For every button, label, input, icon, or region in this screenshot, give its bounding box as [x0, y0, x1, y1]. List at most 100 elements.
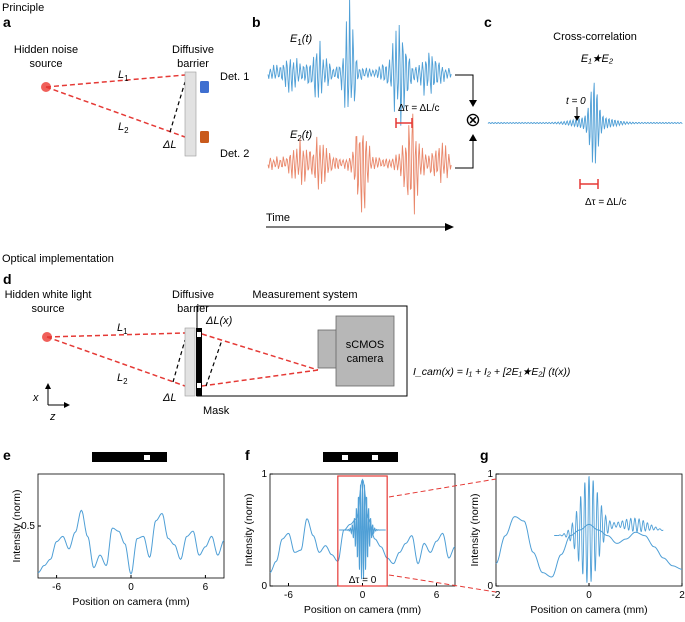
- measurement-system-label: Measurement system: [252, 289, 357, 301]
- diffusive-barrier-d: [184, 327, 196, 397]
- panel-label-b: b: [252, 14, 261, 30]
- x-tick-label: 0: [586, 590, 592, 601]
- delay-label-c: Δτ = ΔL/c: [585, 197, 627, 208]
- camera-body: [335, 315, 395, 387]
- x-tick-label: -6: [52, 582, 61, 593]
- detector-1: [200, 81, 209, 93]
- zoom-line-bottom: [388, 574, 497, 593]
- d-l2-label: L2: [117, 372, 128, 386]
- panel-label-g: g: [480, 447, 489, 463]
- barrier-d-line1: Diffusive: [172, 289, 214, 301]
- y-tick-label: 0: [261, 581, 267, 592]
- mask-icon-f: [323, 452, 398, 462]
- axis-z-label: z: [49, 411, 56, 423]
- e1-label: E1(t): [290, 33, 313, 47]
- barrier-d-line2: barrier: [177, 303, 209, 315]
- det1-label: Det. 1: [220, 71, 249, 83]
- zoom-highlight-box: [337, 475, 388, 587]
- mask-slit-bottom: [197, 383, 201, 388]
- t0-label: t = 0: [566, 96, 586, 107]
- multiply-symbol: ⊗: [465, 110, 481, 131]
- axis-z-head: [64, 402, 70, 408]
- mask-icon-f-slit-2: [372, 455, 378, 460]
- mask-icon-f-slit-1: [342, 455, 348, 460]
- source-label-line1: Hidden noise: [14, 44, 78, 56]
- e2-waveform: [267, 113, 452, 215]
- axis-x-head: [45, 383, 51, 389]
- zoom-line-top: [388, 478, 497, 498]
- e1-arrow-line: [455, 74, 474, 104]
- barrier-label-line1: Diffusive: [172, 44, 214, 56]
- y-axis-label: Intensity (norm): [469, 494, 481, 567]
- panel-a: Hidden noise source Diffusive barrier L1…: [14, 44, 249, 160]
- camera-label-line1: sCMOS: [346, 339, 385, 351]
- fringe-pattern: [554, 475, 664, 583]
- camera-lens: [317, 329, 339, 369]
- camera-label-line2: camera: [347, 353, 385, 365]
- source-label-line2: source: [29, 58, 62, 70]
- e1-arrow-head: [469, 100, 477, 107]
- x-axis-label: Position on camera (mm): [72, 596, 189, 608]
- diffusive-barrier: [184, 71, 197, 157]
- mask-slit-top: [197, 332, 201, 337]
- y-tick-label: 1: [261, 469, 267, 480]
- y-axis-label: Intensity (norm): [11, 490, 23, 563]
- panel-d: Hidden white light source Diffusive barr…: [5, 289, 571, 423]
- y-tick-label: 0: [487, 581, 493, 592]
- white-source-line1: Hidden white light: [5, 289, 92, 301]
- l1-label: L1: [118, 69, 129, 83]
- time-axis-arrow: [445, 223, 454, 231]
- path-l2-line: [45, 86, 186, 138]
- x-tick-label: 0: [128, 582, 134, 593]
- barrier-label-line2: barrier: [177, 58, 209, 70]
- x-axis-label: Position on camera (mm): [304, 604, 421, 616]
- d-delta-l-label: ΔL: [162, 392, 177, 404]
- camera-equation: I_cam(x) = I₁ + I₂ + [2E₁★E₂] (t(x)): [413, 366, 570, 378]
- path-mask-to-camera-1: [201, 333, 319, 371]
- panel-label-d: d: [3, 271, 12, 287]
- panel-c: Cross-correlation E₁★E₂ t = 0 Δτ = ΔL/c: [487, 31, 683, 208]
- panel-label-a: a: [3, 14, 11, 30]
- t0-arrow-head: [574, 116, 580, 121]
- l2-label: L2: [118, 121, 129, 135]
- mask-label: Mask: [203, 405, 230, 417]
- section-principle: Principle: [2, 2, 44, 14]
- y-axis-label: Intensity (norm): [243, 494, 255, 567]
- mask-icon-f-bar: [323, 452, 398, 462]
- white-source-line2: source: [31, 303, 64, 315]
- e1-waveform: [267, 0, 452, 126]
- mask: [196, 328, 202, 396]
- mask-icon-e-slit: [144, 455, 150, 460]
- delta-lx-label: ΔL(x): [205, 315, 233, 327]
- cross-correlation-title: Cross-correlation: [553, 31, 637, 43]
- d-l1-label: L1: [117, 322, 128, 336]
- delta-lx-line: [205, 339, 223, 387]
- delta-l-line: [169, 81, 186, 133]
- time-label: Time: [266, 212, 290, 224]
- path-mask-to-camera-2: [201, 369, 319, 387]
- axis-x-label: x: [32, 392, 39, 404]
- y-tick-label: 0.5: [21, 521, 35, 532]
- x-tick-label: 0: [360, 590, 366, 601]
- annotation-delta-tau: Δτ = 0: [349, 575, 377, 586]
- delta-l-d-line: [172, 339, 186, 383]
- e2-arrow-head: [469, 134, 477, 141]
- mask-icon-e-bar: [92, 452, 167, 462]
- corr-label: E₁★E₂: [581, 53, 614, 65]
- series-line: [495, 516, 683, 578]
- x-tick-label: 6: [434, 590, 440, 601]
- panel-label-e: e: [3, 447, 11, 463]
- x-tick-label: -2: [492, 590, 501, 601]
- series-line: [37, 509, 225, 575]
- e2-arrow-line: [455, 137, 474, 169]
- path-l1-line: [45, 74, 186, 88]
- interference-burst: [339, 479, 386, 580]
- x-tick-label: 6: [203, 582, 209, 593]
- delta-l-label: ΔL: [162, 139, 177, 151]
- delay-label-b: Δτ = ΔL/c: [398, 103, 440, 114]
- x-tick-label: -6: [284, 590, 293, 601]
- y-tick-label: 1: [487, 469, 493, 480]
